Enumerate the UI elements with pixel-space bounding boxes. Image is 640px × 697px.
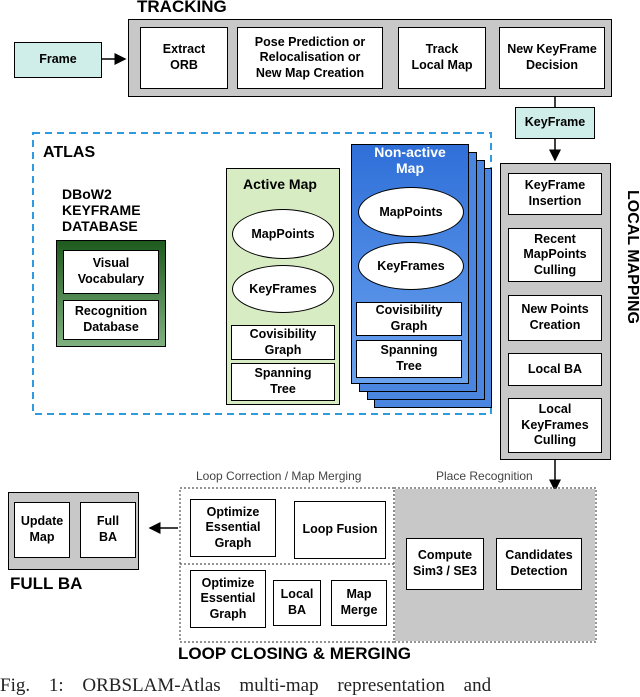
- local-mapping-local-keyframes-culling: Local KeyFrames Culling: [508, 398, 602, 453]
- active-map-title: Active Map: [243, 176, 317, 192]
- full-ba-full-ba: Full BA: [80, 502, 136, 558]
- frame-input: Frame: [14, 42, 102, 78]
- dbow-visual-vocabulary: Visual Vocabulary: [63, 250, 159, 294]
- loop-optimize-essential-graph-1: Optimize Essential Graph: [190, 499, 276, 557]
- atlas-frame: [32, 132, 492, 415]
- loop-fusion: Loop Fusion: [294, 501, 386, 559]
- active-map-keyframes: KeyFrames: [232, 265, 334, 313]
- loop-correction-label: Loop Correction / Map Merging: [196, 469, 362, 483]
- dbow-recognition-database: Recognition Database: [63, 300, 159, 340]
- tracking-step-new-keyframe-decision: New KeyFrame Decision: [499, 27, 605, 89]
- active-map-spanning-tree: Spanning Tree: [231, 363, 335, 401]
- nonactive-map-mappoints: MapPoints: [358, 187, 464, 237]
- active-map-mappoints: MapPoints: [232, 209, 334, 259]
- local-mapping-local-ba: Local BA: [508, 353, 602, 386]
- local-mapping-new-points-creation: New Points Creation: [508, 295, 602, 341]
- full-ba-update-map: Update Map: [14, 502, 70, 558]
- full-ba-title: FULL BA: [10, 574, 83, 593]
- tracking-step-extract-orb: Extract ORB: [140, 27, 228, 89]
- nonactive-map-title: Non-active Map: [374, 144, 446, 177]
- loop-map-merge: Map Merge: [331, 580, 387, 626]
- nonactive-map-spanning-tree: Spanning Tree: [356, 340, 462, 378]
- loop-optimize-essential-graph-2: Optimize Essential Graph: [190, 570, 266, 628]
- loop-compute-sim3-se3: Compute Sim3 / SE3: [406, 538, 484, 590]
- local-mapping-recent-mappoints-culling: Recent MapPoints Culling: [508, 228, 602, 282]
- place-recognition-frame: [393, 487, 597, 643]
- loop-candidates-detection: Candidates Detection: [496, 538, 582, 590]
- figure-caption: Fig. 1: ORBSLAM-Atlas multi-map represen…: [0, 675, 492, 696]
- active-map-covisibility-graph: Covisibility Graph: [231, 325, 335, 360]
- place-recognition-label: Place Recognition: [436, 469, 533, 483]
- loop-closing-title: LOOP CLOSING & MERGING: [178, 644, 411, 663]
- keyframe-output: KeyFrame: [515, 107, 595, 139]
- dbow-title: DBoW2 KEYFRAME DATABASE: [62, 186, 141, 235]
- tracking-step-track-local-map: Track Local Map: [398, 27, 486, 89]
- nonactive-map-keyframes: KeyFrames: [358, 242, 464, 290]
- tracking-step-pose-prediction: Pose Prediction or Relocalisation or New…: [237, 27, 383, 89]
- nonactive-map-covisibility-graph: Covisibility Graph: [356, 302, 462, 336]
- loop-local-ba: Local BA: [273, 580, 321, 626]
- atlas-title: ATLAS: [43, 144, 96, 161]
- tracking-title: TRACKING: [137, 0, 227, 16]
- local-mapping-title: LOCAL MAPPING: [623, 190, 640, 324]
- local-mapping-keyframe-insertion: KeyFrame Insertion: [508, 173, 602, 215]
